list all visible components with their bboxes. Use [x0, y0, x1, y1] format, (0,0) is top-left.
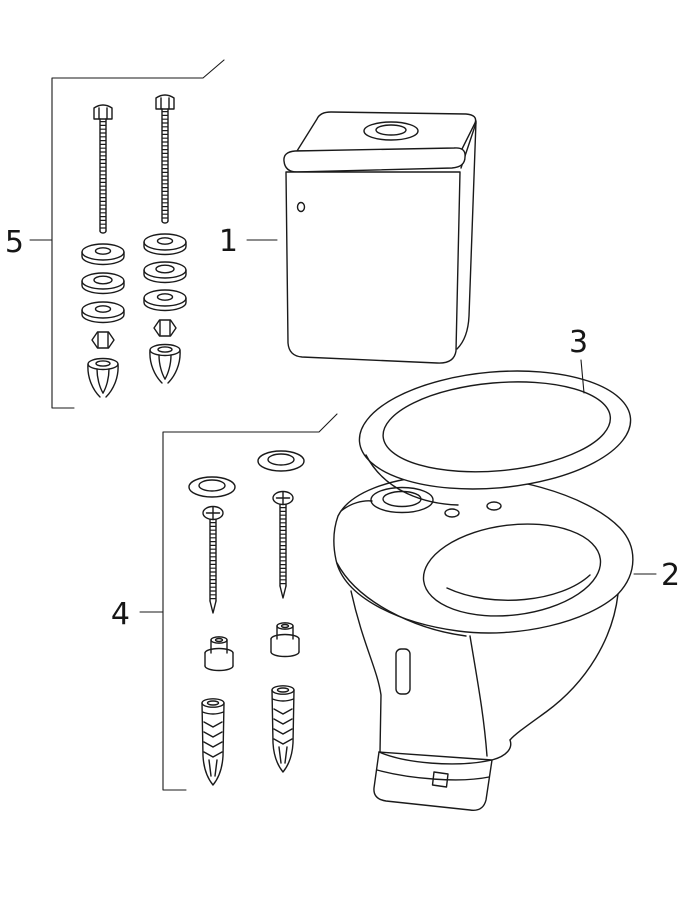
spacer-bush-right [270, 622, 300, 658]
hex-nut-left [91, 331, 115, 349]
cistern-fixing-set-drawing [81, 94, 187, 398]
pan-foot-slot [431, 771, 449, 788]
seat-drawing [358, 370, 632, 490]
washer-stack-right [143, 233, 187, 312]
toggle-anchor-right [149, 343, 181, 384]
cistern-drawing [283, 111, 477, 364]
callout-bracket-5 [29, 59, 225, 409]
wall-plug-right [271, 685, 295, 773]
hex-nut-right [153, 319, 177, 337]
callout-label-2: 2 [661, 558, 680, 593]
seat-hinge-hole-right [486, 501, 502, 511]
callout-label-1: 1 [219, 224, 238, 259]
seat-thickness-line [365, 454, 459, 506]
cistern-bolt-right [155, 94, 175, 224]
wall-plug-left [201, 698, 225, 786]
cistern-front-face [285, 171, 461, 364]
pan-fixing-set-drawing [188, 450, 305, 786]
pan-opening [422, 523, 602, 617]
pan-foot-top-edge [378, 739, 512, 765]
cistern-lid-rim [283, 147, 466, 173]
pan-foot-front-edge [376, 769, 490, 781]
cover-cap-right [257, 450, 305, 472]
pedestal-left-edge [350, 590, 382, 753]
callout-bracket-4 [139, 413, 338, 791]
pan-screw-right [272, 490, 294, 599]
callout-label-5: 5 [5, 225, 24, 260]
flush-inlet [370, 486, 434, 514]
pan-water-line [446, 574, 591, 601]
callout-label-4: 4 [111, 597, 130, 632]
flush-button [363, 121, 419, 141]
seat-cover-inner [382, 381, 612, 473]
pedestal-fixing-slot [395, 648, 411, 695]
spacer-bush-left [204, 636, 234, 672]
seat-cover-outer [358, 370, 632, 490]
cistern-bolt-left [93, 104, 113, 234]
wc-pan-drawing [333, 474, 634, 811]
pan-rim [333, 474, 634, 634]
pedestal-right-edge [509, 593, 619, 741]
pedestal-contour [469, 635, 488, 757]
pan-rim-thickness [336, 562, 467, 637]
washer-stack-left [81, 243, 125, 324]
callout-line-3 [580, 359, 585, 394]
callout-label-3: 3 [569, 325, 588, 360]
cover-cap-left [188, 476, 236, 498]
toggle-anchor-left [87, 357, 119, 398]
pan-screw-left [202, 505, 224, 614]
flush-button-inner [375, 124, 407, 136]
cistern-side-hole [296, 201, 306, 213]
pan-shelf-line [340, 500, 373, 512]
seat-hinge-hole-left [444, 508, 460, 518]
cistern-side-outline [456, 120, 477, 350]
